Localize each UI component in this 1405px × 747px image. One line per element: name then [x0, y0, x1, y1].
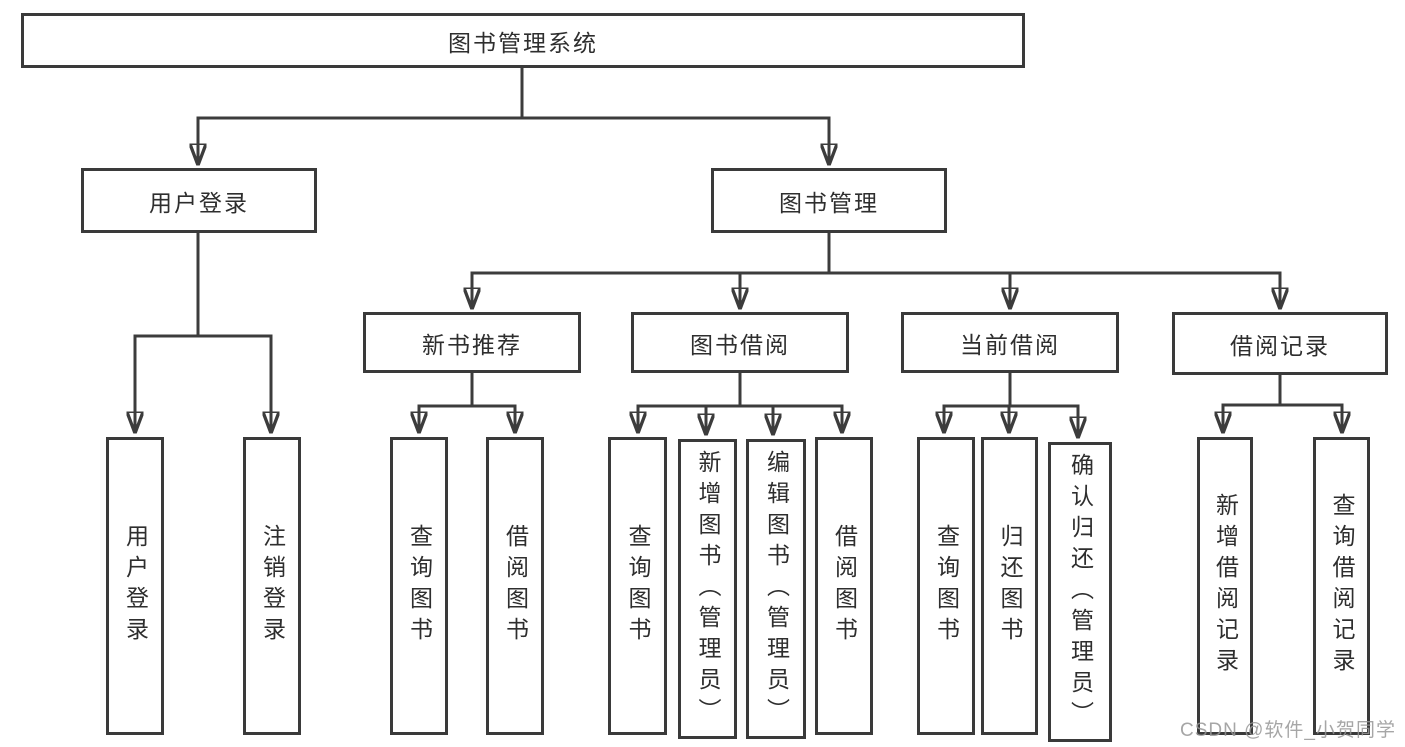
node-label: 确认归还（管理员） [1067, 452, 1094, 732]
leaf-current-confirm-return-admin: 确认归还（管理员） [1048, 442, 1112, 742]
connectors-borrow-records [1222, 373, 1344, 430]
csdn-watermark: CSDN @软件_小贺同学 [1180, 720, 1396, 741]
node-label: 用户登录 [149, 189, 249, 216]
connectors-book-management [471, 233, 1282, 306]
node-borrow-records: 借阅记录 [1172, 312, 1388, 375]
connectors-root [197, 68, 831, 162]
connectors-new-book-recommend [418, 373, 517, 430]
connectors-current-borrow [943, 373, 1080, 435]
node-label: 查询图书 [933, 524, 960, 648]
node-label: 借阅图书 [831, 524, 858, 648]
node-label: 新书推荐 [422, 331, 522, 358]
leaf-records-add-record: 新增借阅记录 [1197, 437, 1253, 735]
node-user-login: 用户登录 [81, 168, 317, 233]
connectors-book-borrow [637, 373, 844, 432]
node-label: 图书管理系统 [448, 29, 598, 56]
node-label: 新增借阅记录 [1212, 493, 1239, 679]
leaf-borrow-edit-books-admin: 编辑图书（管理员） [746, 439, 806, 739]
node-label: 归还图书 [997, 524, 1023, 648]
node-label: 查询图书 [406, 524, 433, 648]
leaf-borrow-query-books: 查询图书 [608, 437, 667, 735]
connectors-user-login [134, 233, 273, 430]
leaf-current-query-books: 查询图书 [917, 437, 975, 735]
leaf-newrec-borrow-books: 借阅图书 [486, 437, 544, 735]
node-label: 用户登录 [122, 524, 149, 648]
node-label: 编辑图书（管理员） [763, 449, 790, 729]
leaf-records-query-record: 查询借阅记录 [1313, 437, 1370, 735]
node-label: 新增图书（管理员） [695, 449, 721, 729]
leaf-borrow-add-books-admin: 新增图书（管理员） [678, 439, 737, 739]
node-root-system: 图书管理系统 [21, 13, 1025, 68]
node-book-borrow: 图书借阅 [631, 312, 849, 373]
node-label: 查询图书 [625, 524, 651, 648]
leaf-logout: 注销登录 [243, 437, 301, 735]
node-label: 注销登录 [259, 524, 286, 648]
leaf-newrec-query-books: 查询图书 [390, 437, 448, 735]
node-book-management: 图书管理 [711, 168, 947, 233]
leaf-current-return-books: 归还图书 [981, 437, 1038, 735]
node-label: 图书借阅 [690, 331, 790, 358]
node-new-book-recommend: 新书推荐 [363, 312, 581, 373]
node-label: 借阅记录 [1230, 332, 1330, 359]
node-label: 查询借阅记录 [1329, 493, 1355, 679]
node-current-borrow: 当前借阅 [901, 312, 1119, 373]
leaf-borrow-borrow-books: 借阅图书 [815, 437, 873, 735]
node-label: 图书管理 [779, 189, 879, 216]
leaf-user-login: 用户登录 [106, 437, 164, 735]
node-label: 借阅图书 [502, 524, 529, 648]
node-label: 当前借阅 [960, 331, 1060, 358]
